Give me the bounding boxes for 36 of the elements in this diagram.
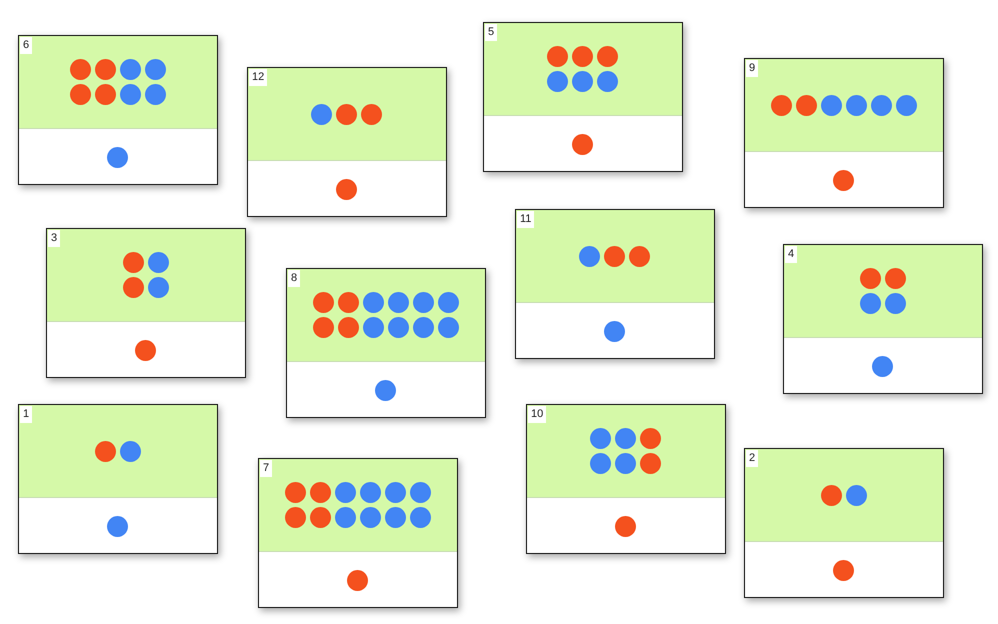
dot-icon	[572, 134, 593, 154]
dot-icon	[347, 570, 368, 590]
card-number: 4	[785, 246, 798, 263]
card-number: 3	[48, 230, 60, 247]
dot-icon	[107, 516, 128, 536]
card-number: 10	[528, 406, 546, 423]
card-number: 6	[20, 37, 32, 54]
dot-icon	[336, 178, 357, 200]
card	[18, 404, 218, 554]
card-number: 12	[249, 69, 268, 86]
card-number: 5	[485, 24, 498, 41]
card	[783, 244, 983, 394]
card	[18, 35, 218, 185]
dot-icon	[375, 380, 396, 400]
card-number: 1	[20, 406, 32, 423]
card-number: 9	[746, 60, 758, 77]
card-number: 8	[288, 270, 300, 287]
card-number: 11	[517, 211, 534, 228]
dot-icon	[107, 146, 128, 168]
card	[247, 67, 447, 217]
dot-icon	[135, 340, 156, 360]
dot-icon	[604, 320, 625, 342]
dot-icon	[833, 560, 854, 580]
dot-icon	[615, 516, 636, 536]
dot-icon	[872, 356, 893, 376]
card	[286, 268, 486, 418]
card	[258, 458, 458, 608]
dot-icon	[833, 170, 854, 190]
card-number: 7	[260, 460, 272, 477]
card	[483, 22, 683, 172]
card	[515, 209, 715, 359]
card	[744, 58, 944, 208]
card	[526, 404, 726, 554]
card	[744, 448, 944, 598]
card-number: 2	[746, 450, 758, 467]
card	[46, 228, 246, 378]
